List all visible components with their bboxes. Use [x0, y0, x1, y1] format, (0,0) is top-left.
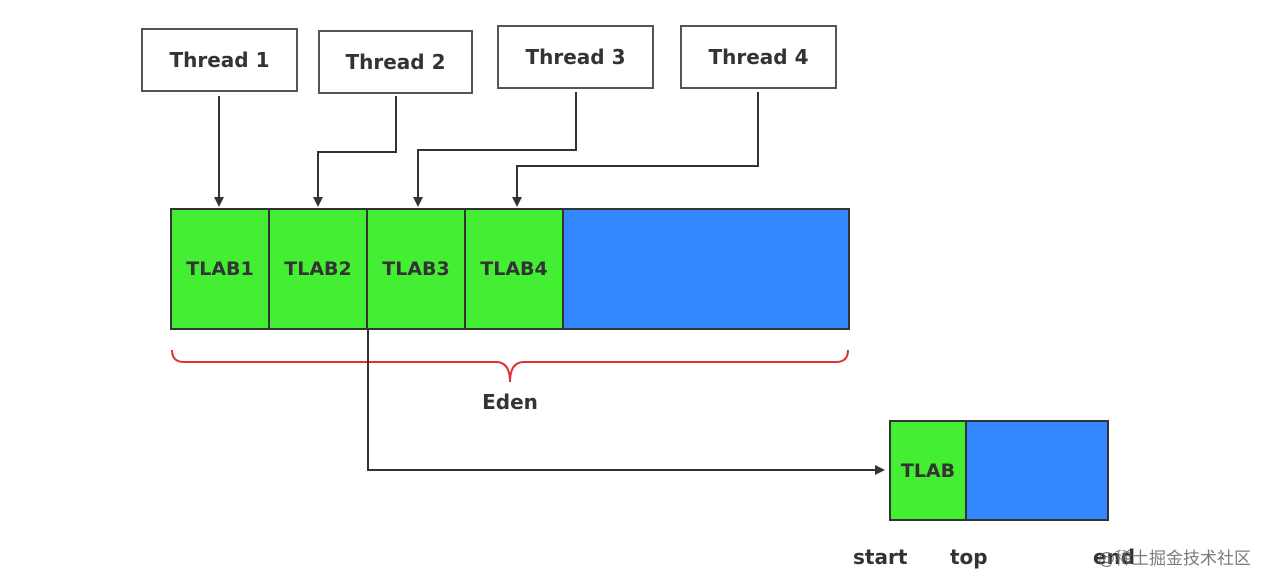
tlab-4-label: TLAB4	[480, 258, 548, 280]
tlab-1-label: TLAB1	[186, 258, 254, 280]
thread2-arrow	[313, 96, 397, 207]
tlab-3: TLAB3	[368, 210, 466, 328]
thread-2-box: Thread 2	[318, 30, 473, 94]
tlab-2-label: TLAB2	[284, 258, 352, 280]
tlab-detail-arrow	[367, 330, 885, 475]
thread-4-box: Thread 4	[680, 25, 837, 89]
start-pointer-label: start	[853, 545, 908, 569]
eden-free-space	[564, 210, 848, 328]
tlab-4: TLAB4	[466, 210, 564, 328]
tlab-detail-free	[967, 422, 1107, 519]
eden-space: TLAB1 TLAB2 TLAB3 TLAB4	[170, 208, 850, 330]
tlab-detail-used: TLAB	[891, 422, 967, 519]
thread-1-box: Thread 1	[141, 28, 298, 92]
end-pointer-label: end	[1093, 545, 1136, 569]
thread-3-box: Thread 3	[497, 25, 654, 89]
thread-1-label: Thread 1	[169, 48, 270, 72]
thread-3-label: Thread 3	[525, 45, 626, 69]
thread-4-label: Thread 4	[708, 45, 809, 69]
eden-brace	[171, 349, 849, 383]
tlab-1: TLAB1	[172, 210, 270, 328]
eden-label: Eden	[482, 390, 538, 414]
thread-2-label: Thread 2	[345, 50, 446, 74]
tlab-2: TLAB2	[270, 210, 368, 328]
watermark: @稀土掘金技术社区	[1098, 549, 1251, 569]
top-pointer-label: top	[950, 545, 988, 569]
tlab-detail: TLAB	[889, 420, 1109, 521]
tlab-3-label: TLAB3	[382, 258, 450, 280]
thread4-arrow	[512, 92, 759, 207]
tlab-detail-label: TLAB	[900, 459, 956, 482]
thread3-arrow	[413, 92, 577, 207]
